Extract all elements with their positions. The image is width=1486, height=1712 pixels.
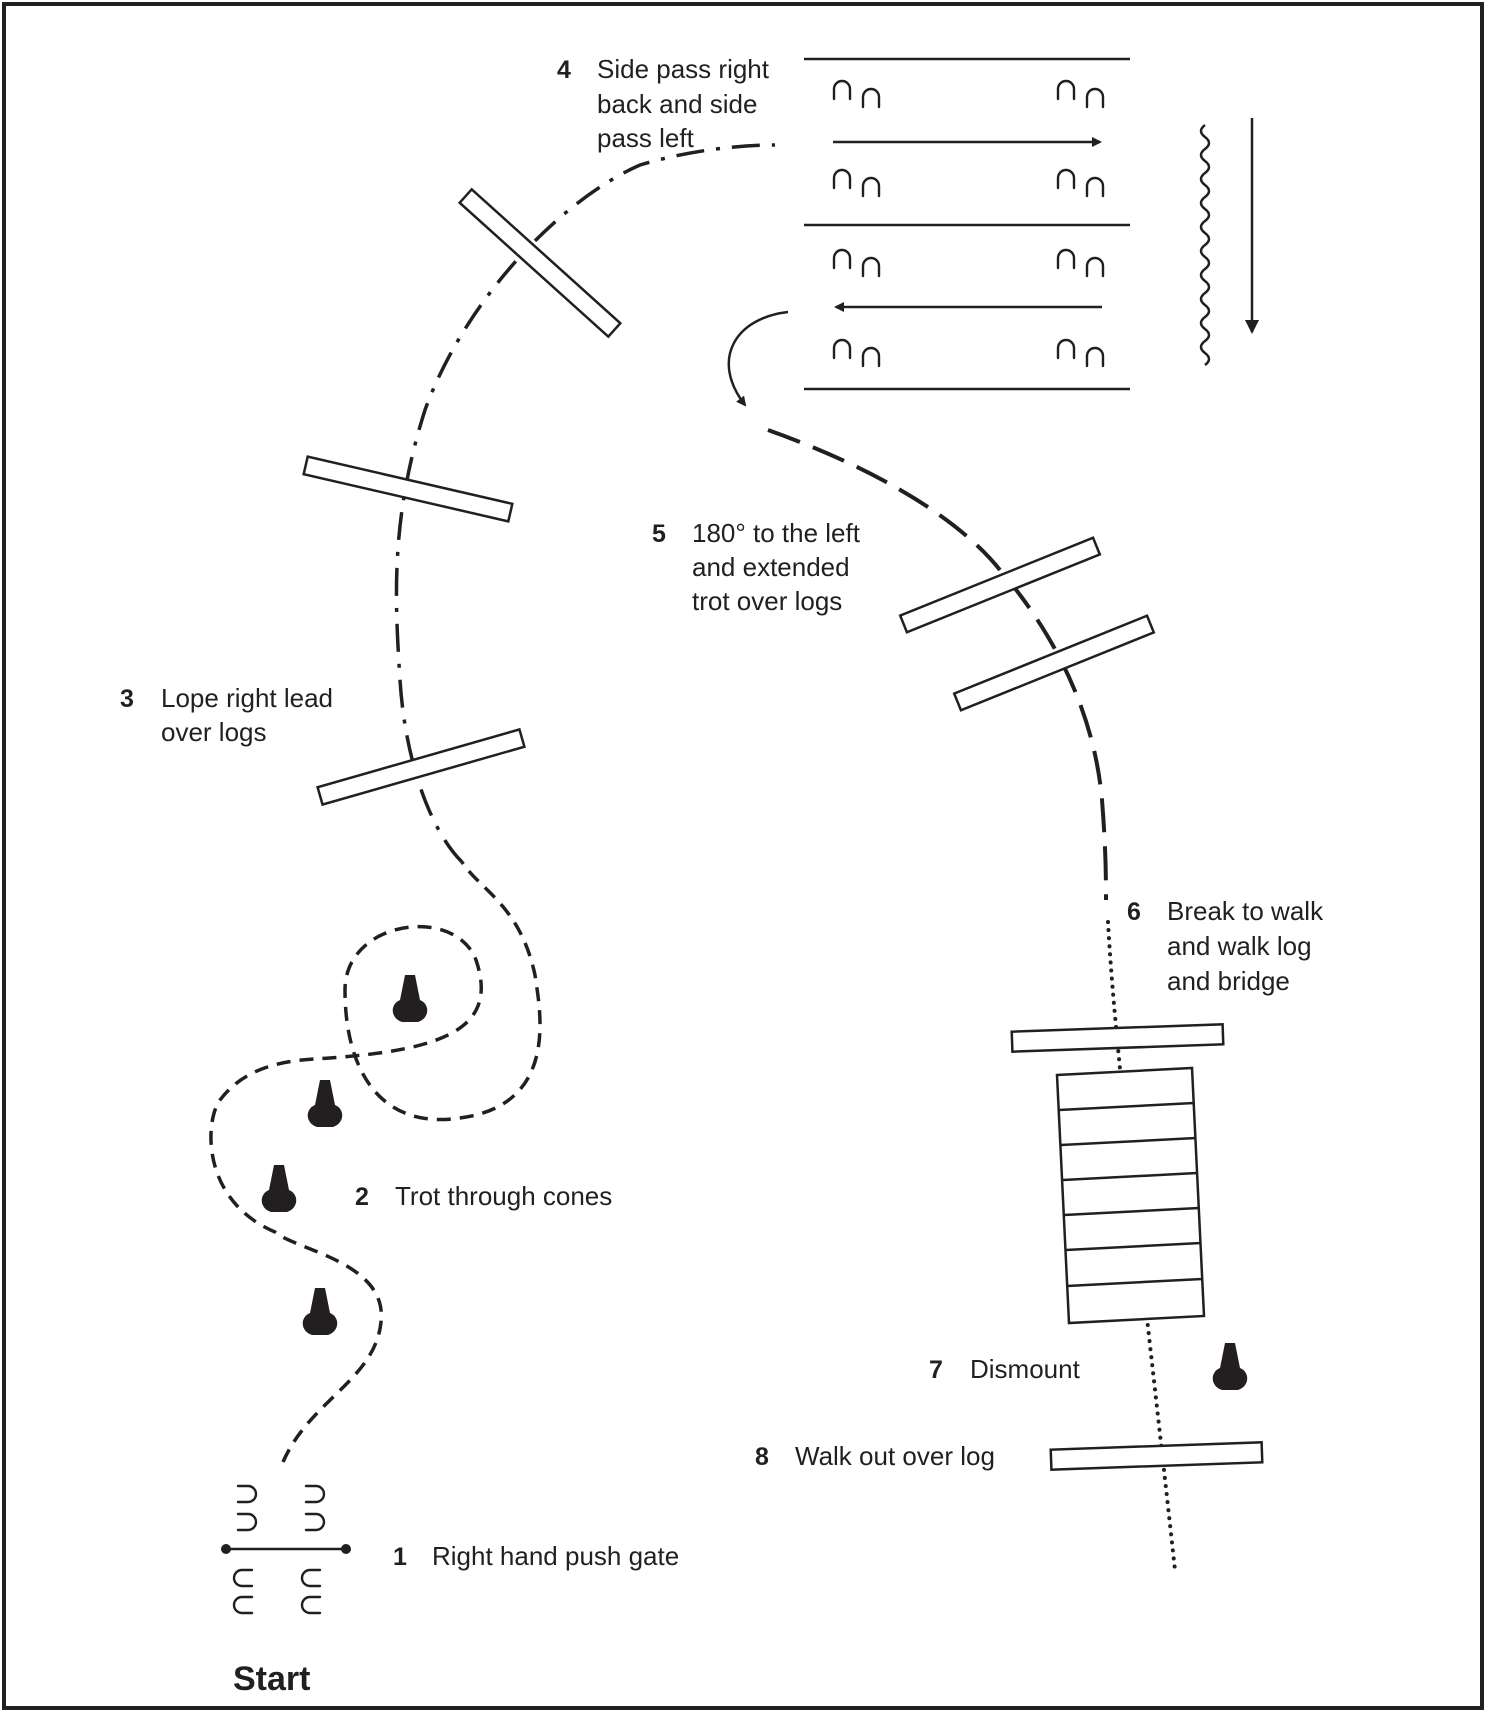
trot-log-1 bbox=[898, 536, 1102, 634]
horseshoe-print-icon bbox=[1056, 79, 1076, 101]
horseshoe-print-icon bbox=[1085, 256, 1105, 278]
horseshoe-print-icon bbox=[832, 248, 852, 270]
traffic-cone-icon bbox=[302, 1288, 338, 1335]
lope-log-2 bbox=[302, 455, 514, 523]
step-label-8: 8 Walk out over log bbox=[755, 1441, 995, 1471]
trot-log-2 bbox=[952, 614, 1156, 712]
horseshoe-print-icon bbox=[304, 1484, 326, 1504]
step-text-5-line-3: trot over logs bbox=[692, 586, 842, 616]
step-number-4: 4 bbox=[557, 56, 571, 84]
horseshoe-print-icon bbox=[861, 346, 881, 368]
lope-path bbox=[394, 143, 776, 864]
horseshoe-print-icon bbox=[232, 1595, 254, 1615]
gate-hoofprints bbox=[232, 1484, 326, 1615]
horseshoe-print-icon bbox=[236, 1484, 258, 1504]
exit-log bbox=[1049, 1441, 1264, 1471]
step-text-4-line-1: Side pass right bbox=[597, 54, 770, 84]
step-number-8: 8 bbox=[755, 1443, 769, 1471]
horseshoe-print-icon bbox=[1085, 346, 1105, 368]
step-label-1: 1 Right hand push gate bbox=[393, 1541, 679, 1571]
walk-log bbox=[1010, 1023, 1225, 1053]
bridge bbox=[1055, 1066, 1206, 1325]
step-number-2: 2 bbox=[355, 1183, 369, 1211]
trot-path bbox=[209, 861, 542, 1463]
horseshoe-print-icon bbox=[1085, 87, 1105, 109]
step-text-6-line-1: Break to walk bbox=[1167, 896, 1324, 926]
traffic-cone-icon bbox=[307, 1080, 343, 1127]
horseshoe-print-icon bbox=[861, 87, 881, 109]
step-text-4-line-2: back and side bbox=[597, 89, 757, 119]
horseshoe-print-icon bbox=[300, 1595, 322, 1615]
start-label: Start bbox=[233, 1660, 310, 1698]
step-text-7-line-1: Dismount bbox=[970, 1354, 1081, 1384]
horseshoe-print-icon bbox=[861, 256, 881, 278]
step-label-4: 4 Side pass right back and side pass lef… bbox=[557, 54, 770, 153]
step-text-1-line-1: Right hand push gate bbox=[432, 1541, 679, 1571]
horseshoe-print-icon bbox=[232, 1568, 254, 1588]
step-number-1: 1 bbox=[393, 1543, 407, 1571]
horseshoe-print-icon bbox=[1056, 248, 1076, 270]
wavy-line-icon bbox=[1199, 124, 1211, 366]
side-pass-hoofprints bbox=[832, 79, 1105, 368]
step-label-6: 6 Break to walk and walk log and bridge bbox=[1127, 896, 1324, 996]
step-text-3-line-2: over logs bbox=[161, 717, 267, 747]
step-label-7: 7 Dismount bbox=[929, 1354, 1081, 1384]
side-pass-obstacle bbox=[727, 57, 1259, 407]
gate bbox=[221, 1544, 351, 1554]
cones bbox=[261, 975, 1248, 1390]
step-text-6-line-2: and walk log bbox=[1167, 931, 1312, 961]
traffic-cone-icon bbox=[1212, 1343, 1248, 1390]
horseshoe-print-icon bbox=[1056, 338, 1076, 360]
horseshoe-print-icon bbox=[236, 1512, 258, 1532]
lope-log-1 bbox=[457, 187, 623, 339]
step-label-2: 2 Trot through cones bbox=[355, 1181, 612, 1211]
step-number-3: 3 bbox=[120, 685, 134, 713]
step-text-8-line-1: Walk out over log bbox=[795, 1441, 995, 1471]
step-text-5-line-1: 180° to the left bbox=[692, 518, 861, 548]
horseshoe-print-icon bbox=[861, 176, 881, 198]
step-text-4-line-3: pass left bbox=[597, 123, 695, 153]
horseshoe-print-icon bbox=[832, 168, 852, 190]
step-label-5: 5 180° to the left and extended trot ove… bbox=[652, 518, 861, 616]
horseshoe-print-icon bbox=[832, 338, 852, 360]
lope-log-3 bbox=[316, 727, 526, 807]
horseshoe-print-icon bbox=[1085, 176, 1105, 198]
horseshoe-print-icon bbox=[832, 79, 852, 101]
step-text-2-line-1: Trot through cones bbox=[395, 1181, 612, 1211]
extended-trot-path bbox=[767, 428, 1108, 901]
turn-180-arrow bbox=[727, 310, 789, 407]
step-text-6-line-3: and bridge bbox=[1167, 966, 1290, 996]
horseshoe-print-icon bbox=[304, 1512, 326, 1532]
traffic-cone-icon bbox=[392, 975, 428, 1022]
step-number-5: 5 bbox=[652, 520, 666, 548]
step-number-6: 6 bbox=[1127, 898, 1141, 926]
step-text-5-line-2: and extended bbox=[692, 552, 850, 582]
step-text-3-line-1: Lope right lead bbox=[161, 683, 333, 713]
step-label-3: 3 Lope right lead over logs bbox=[120, 683, 333, 747]
traffic-cone-icon bbox=[261, 1165, 297, 1212]
horseshoe-print-icon bbox=[1056, 168, 1076, 190]
horseshoe-print-icon bbox=[300, 1568, 322, 1588]
step-number-7: 7 bbox=[929, 1356, 943, 1384]
